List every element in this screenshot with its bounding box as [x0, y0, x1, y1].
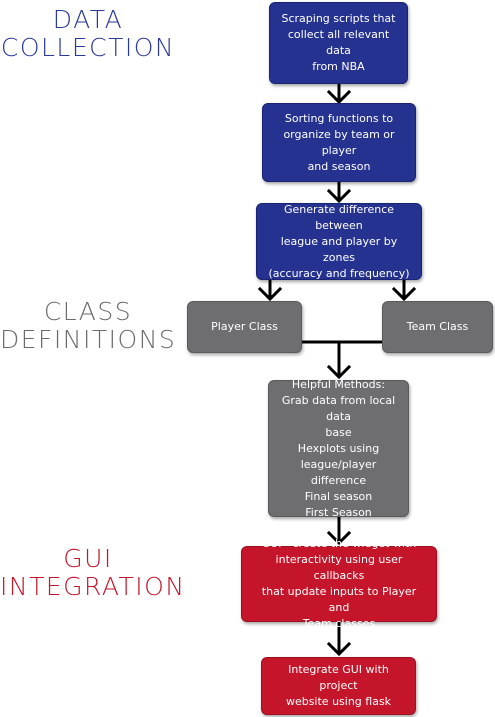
box-text-line: Grab data from local data — [281, 393, 396, 423]
box-text-line: Helpful Methods: — [291, 377, 386, 391]
section-title-gui-integration: GUI Integration — [0, 544, 186, 601]
box-text-line: league/player difference — [300, 457, 377, 487]
box-text-line: organize by team or player — [283, 127, 395, 157]
box-helpful-methods: Helpful Methods: Grab data from local da… — [268, 377, 409, 519]
section-title-line: Collection — [0, 33, 176, 62]
box-text-line: interactivity using user callbacks — [275, 553, 403, 582]
box-text-line: Final season — [304, 489, 373, 503]
section-title-line: Integration — [0, 572, 186, 601]
box-text-line: Team Class — [406, 320, 469, 333]
box-text-line: collect all relevant data — [287, 28, 390, 57]
box-integrate-gui: Integrate GUI with project website using… — [261, 657, 416, 715]
arrow-head — [326, 530, 352, 546]
arrow-head — [326, 641, 352, 657]
box-player-class: Player Class — [187, 301, 302, 353]
box-text-line: GUI - create the widget with — [261, 537, 417, 550]
arrow-head — [326, 89, 352, 105]
box-text-line: Hexplots using — [297, 441, 380, 455]
section-title-data-collection: Data Collection — [0, 6, 176, 62]
box-text-line: (accuracy and frequency) — [268, 266, 410, 280]
box-text-line: and season — [307, 159, 371, 173]
box-text-line: league and player by zones — [280, 234, 398, 264]
box-team-class: Team Class — [382, 301, 493, 353]
box-text-line: from NBA — [312, 60, 365, 73]
box-scraping-scripts: Scraping scripts that collect all releva… — [269, 2, 408, 84]
section-title-line: GUI — [63, 544, 113, 573]
box-text-line: Integrate GUI with project — [288, 663, 389, 692]
box-text-line: website using flask — [285, 695, 392, 708]
box-text-line: First Season — [305, 505, 372, 519]
box-text-line: base — [325, 425, 352, 439]
arrow-head — [326, 188, 352, 204]
section-title-line: Definitions — [0, 325, 177, 354]
box-text-line: Team classes — [302, 617, 376, 630]
box-text-line: Sorting functions to — [284, 111, 394, 125]
box-gui-widget: GUI - create the widget with interactivi… — [241, 537, 437, 630]
section-title-line: Data — [52, 5, 124, 34]
box-text-line: Player Class — [211, 320, 278, 333]
section-title-class-definitions: Class Definitions — [0, 298, 176, 354]
arrow-head — [257, 286, 283, 302]
box-text-line: Generate difference between — [283, 202, 395, 232]
arrow-head — [391, 286, 417, 302]
box-sorting-functions: Sorting functions to organize by team or… — [262, 103, 416, 182]
box-text-line: Scraping scripts that — [281, 12, 396, 25]
section-title-line: Class — [43, 297, 133, 326]
box-generate-difference: Generate difference between league and p… — [256, 203, 422, 280]
arrow-head — [326, 364, 352, 380]
box-text-line: that update inputs to Player and — [261, 585, 417, 614]
